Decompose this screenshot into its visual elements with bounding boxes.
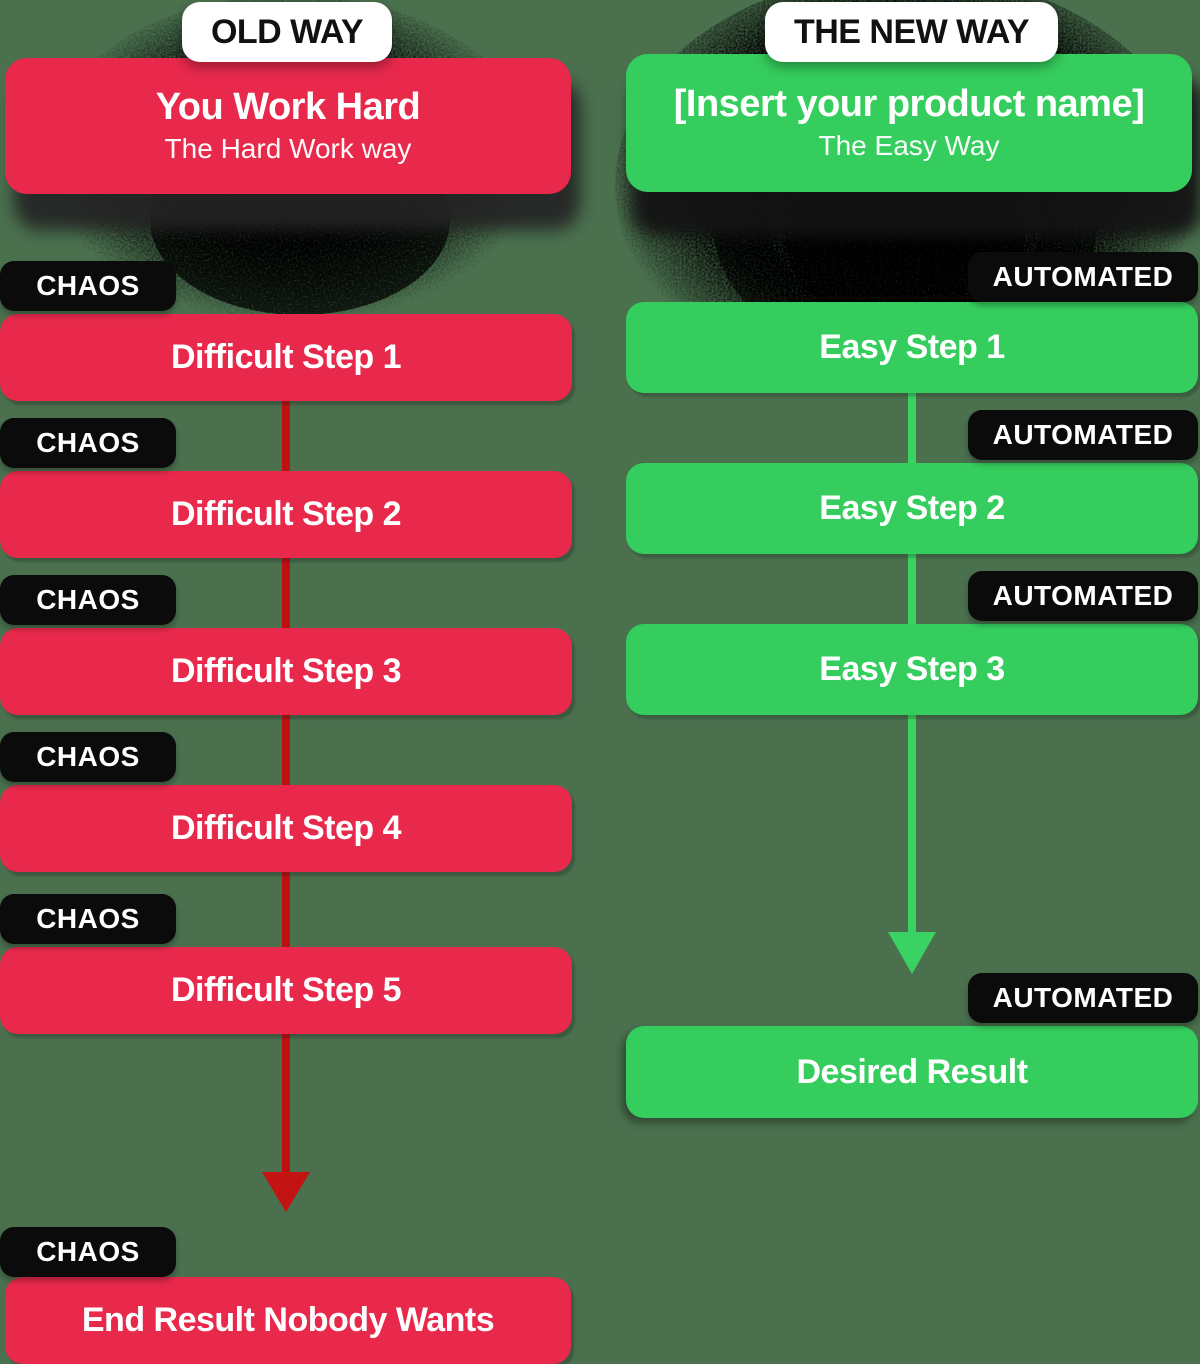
easy-step-box-1: Easy Step 1 — [626, 302, 1198, 393]
easy-step-box-3: Easy Step 3 — [626, 624, 1198, 715]
easy-step-label: Easy Step 3 — [819, 650, 1005, 688]
new-way-result-box: Desired Result — [626, 1026, 1198, 1118]
old-way-header-subtitle: The Hard Work way — [164, 133, 412, 165]
chaos-badge-4: CHAOS — [0, 732, 176, 782]
chaos-badge-5: CHAOS — [0, 894, 176, 944]
chaos-badge-label: CHAOS — [36, 903, 140, 934]
new-way-arrowhead-icon — [888, 932, 936, 974]
old-way-result-label: End Result Nobody Wants — [81, 1301, 495, 1339]
difficult-step-label: Difficult Step 5 — [170, 971, 402, 1009]
new-way-long-arrow-line — [908, 712, 916, 935]
chaos-badge-label: CHAOS — [36, 741, 140, 772]
old-way-connector-1 — [282, 398, 290, 474]
automated-badge-1: AUTOMATED — [968, 252, 1198, 302]
old-way-connector-2 — [282, 555, 290, 631]
difficult-step-box-1: Difficult Step 1 — [0, 314, 572, 401]
old-way-connector-3 — [282, 712, 290, 788]
automated-badge-3: AUTOMATED — [968, 571, 1198, 621]
new-way-connector-2 — [908, 551, 916, 627]
easy-step-label: Easy Step 1 — [819, 328, 1005, 366]
chaos-badge-6: CHAOS — [0, 1227, 176, 1277]
old-way-arrowhead-icon — [262, 1172, 310, 1212]
chaos-badge-label: CHAOS — [36, 270, 140, 301]
automated-badge-label: AUTOMATED — [992, 419, 1174, 450]
chaos-badge-label: CHAOS — [36, 427, 140, 458]
difficult-step-box-4: Difficult Step 4 — [0, 785, 572, 872]
chaos-badge-label: CHAOS — [36, 1236, 140, 1267]
difficult-step-label: Difficult Step 4 — [170, 809, 402, 847]
difficult-step-label: Difficult Step 2 — [170, 495, 402, 533]
old-way-pill: OLD WAY — [182, 2, 392, 62]
automated-badge-4: AUTOMATED — [968, 973, 1198, 1023]
new-way-connector-1 — [908, 390, 916, 466]
new-way-header: [Insert your product name] The Easy Way — [626, 54, 1192, 192]
chaos-badge-label: CHAOS — [36, 584, 140, 615]
new-way-result-label: Desired Result — [796, 1052, 1028, 1091]
old-way-pill-label: OLD WAY — [210, 12, 364, 51]
old-way-header-title: You Work Hard — [155, 86, 421, 129]
new-way-header-title: [Insert your product name] — [673, 83, 1145, 126]
difficult-step-label: Difficult Step 1 — [170, 338, 402, 376]
difficult-step-box-5: Difficult Step 5 — [0, 947, 572, 1034]
new-way-pill-label: THE NEW WAY — [793, 12, 1030, 51]
chaos-badge-3: CHAOS — [0, 575, 176, 625]
old-way-result-box: End Result Nobody Wants — [5, 1277, 571, 1364]
automated-badge-label: AUTOMATED — [992, 261, 1174, 292]
automated-badge-label: AUTOMATED — [992, 580, 1174, 611]
old-way-long-arrow-line — [282, 1031, 290, 1175]
chaos-badge-2: CHAOS — [0, 418, 176, 468]
old-way-header: You Work Hard The Hard Work way — [5, 58, 571, 194]
old-way-connector-4 — [282, 869, 290, 950]
difficult-step-label: Difficult Step 3 — [170, 652, 402, 690]
easy-step-label: Easy Step 2 — [819, 489, 1005, 527]
difficult-step-box-3: Difficult Step 3 — [0, 628, 572, 715]
difficult-step-box-2: Difficult Step 2 — [0, 471, 572, 558]
new-way-pill: THE NEW WAY — [765, 2, 1058, 62]
new-way-header-subtitle: The Easy Way — [818, 130, 1000, 162]
automated-badge-label: AUTOMATED — [992, 982, 1174, 1013]
chaos-badge-1: CHAOS — [0, 261, 176, 311]
automated-badge-2: AUTOMATED — [968, 410, 1198, 460]
easy-step-box-2: Easy Step 2 — [626, 463, 1198, 554]
